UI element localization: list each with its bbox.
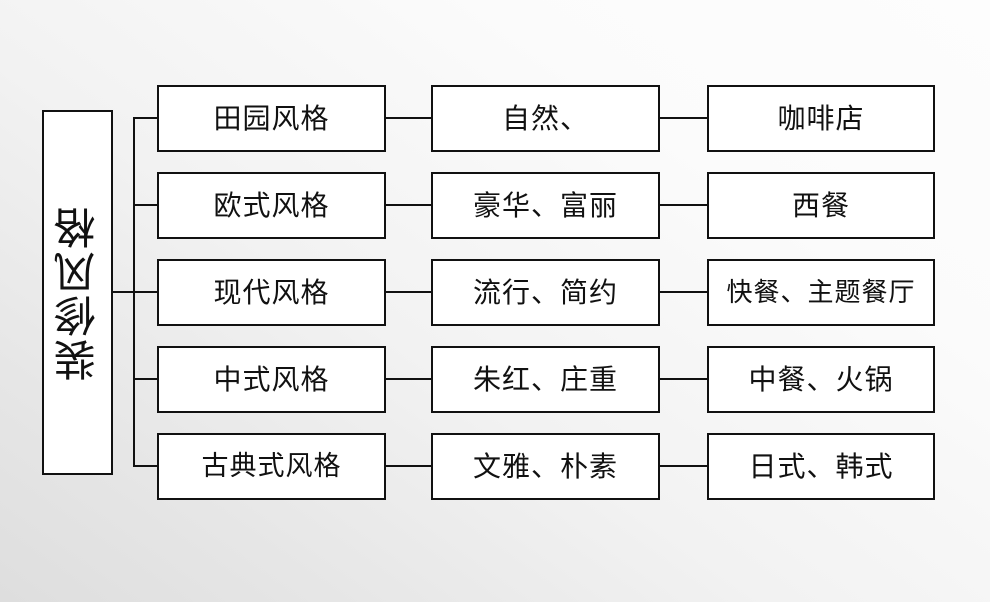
connector-trunk-to-row-4 xyxy=(133,378,157,380)
connector-style-to-characteristics-4 xyxy=(386,378,431,380)
connector-style-to-characteristics-5 xyxy=(386,465,431,467)
characteristics-node-1[interactable]: 自然、 xyxy=(431,85,660,152)
restaurant-node-label: 日式、韩式 xyxy=(748,449,894,483)
style-node-5[interactable]: 古典式风格 xyxy=(157,433,386,500)
restaurant-node-2[interactable]: 西餐 xyxy=(707,172,935,239)
characteristics-node-5[interactable]: 文雅、朴素 xyxy=(431,433,660,500)
characteristics-node-3[interactable]: 流行、简约 xyxy=(431,259,660,326)
connector-root-to-trunk xyxy=(113,291,135,293)
characteristics-node-label: 朱红、庄重 xyxy=(472,362,618,396)
root-node[interactable]: 装修风格 xyxy=(42,110,113,475)
connector-trunk-to-row-1 xyxy=(133,117,157,119)
characteristics-node-label: 豪华、富丽 xyxy=(472,188,618,222)
connector-style-to-characteristics-2 xyxy=(386,204,431,206)
characteristics-node-label: 文雅、朴素 xyxy=(472,449,618,483)
style-node-1[interactable]: 田园风格 xyxy=(157,85,386,152)
style-node-2[interactable]: 欧式风格 xyxy=(157,172,386,239)
connector-trunk-to-row-2 xyxy=(133,204,157,206)
characteristics-node-2[interactable]: 豪华、富丽 xyxy=(431,172,660,239)
connector-characteristics-to-restaurant-3 xyxy=(660,291,707,293)
style-node-label: 现代风格 xyxy=(213,275,330,309)
connector-characteristics-to-restaurant-2 xyxy=(660,204,707,206)
connector-characteristics-to-restaurant-5 xyxy=(660,465,707,467)
style-node-3[interactable]: 现代风格 xyxy=(157,259,386,326)
connector-characteristics-to-restaurant-4 xyxy=(660,378,707,380)
connector-trunk-to-row-5 xyxy=(133,465,157,467)
connector-style-to-characteristics-1 xyxy=(386,117,431,119)
connector-style-to-characteristics-3 xyxy=(386,291,431,293)
style-node-label: 中式风格 xyxy=(213,362,330,396)
characteristics-node-label: 流行、简约 xyxy=(472,275,618,309)
style-node-label: 古典式风格 xyxy=(201,451,342,482)
restaurant-node-label: 快餐、主题餐厅 xyxy=(726,277,916,308)
restaurant-node-3[interactable]: 快餐、主题餐厅 xyxy=(707,259,935,326)
restaurant-node-5[interactable]: 日式、韩式 xyxy=(707,433,935,500)
style-node-4[interactable]: 中式风格 xyxy=(157,346,386,413)
restaurant-node-label: 西餐 xyxy=(791,188,850,222)
characteristics-node-4[interactable]: 朱红、庄重 xyxy=(431,346,660,413)
characteristics-node-label: 自然、 xyxy=(501,101,589,135)
restaurant-node-1[interactable]: 咖啡店 xyxy=(707,85,935,152)
root-node-label: 装修风格 xyxy=(52,204,102,381)
restaurant-node-4[interactable]: 中餐、火锅 xyxy=(707,346,935,413)
restaurant-node-label: 咖啡店 xyxy=(777,101,865,135)
connector-trunk-to-row-3 xyxy=(133,291,157,293)
restaurant-node-label: 中餐、火锅 xyxy=(748,362,894,396)
style-node-label: 欧式风格 xyxy=(213,188,330,222)
style-node-label: 田园风格 xyxy=(213,101,330,135)
connector-characteristics-to-restaurant-1 xyxy=(660,117,707,119)
